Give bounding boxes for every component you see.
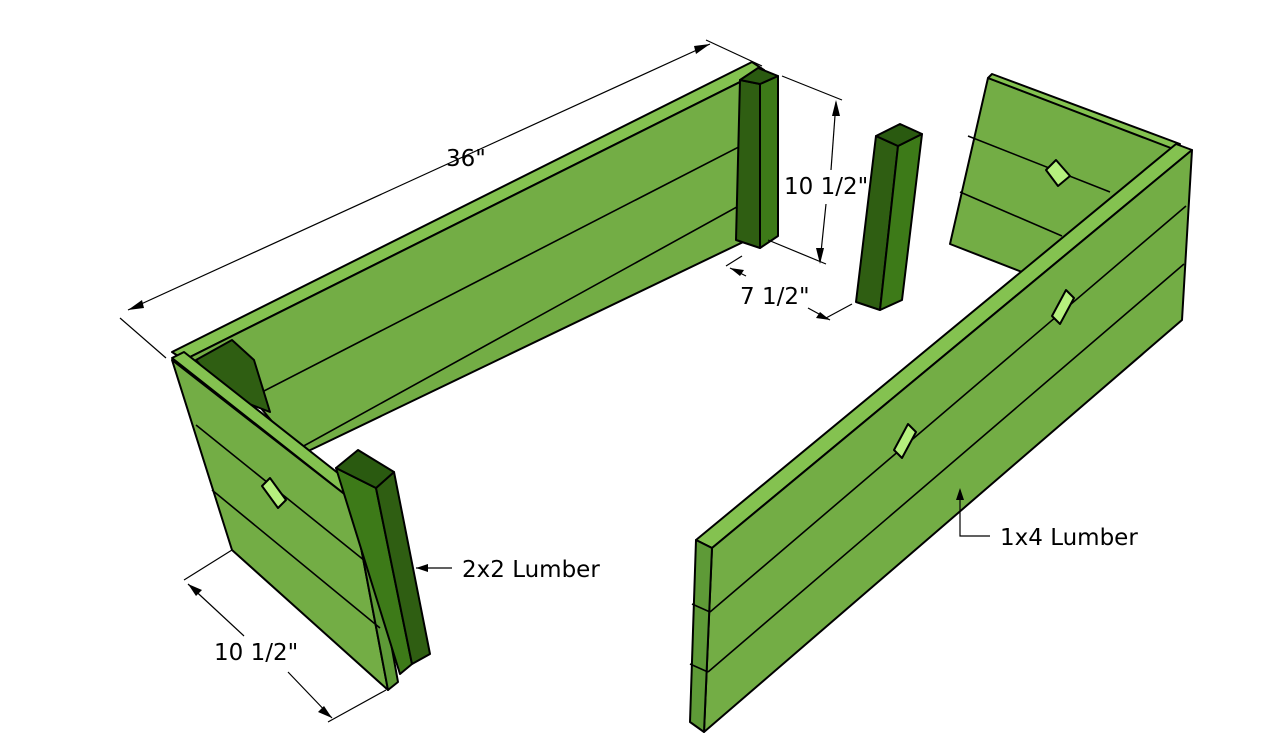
post-back-right-side xyxy=(759,75,779,249)
pocket-hole-far xyxy=(1045,159,1071,187)
pocket-hole-right-2 xyxy=(1051,289,1075,325)
loose-post-top xyxy=(875,123,923,147)
far-end-seam-1 xyxy=(967,135,1111,193)
dim-w-ext-right xyxy=(825,303,853,319)
dim-h-left-ext-top xyxy=(183,549,233,581)
pocket-hole-left xyxy=(261,477,287,509)
back-board-seam-1 xyxy=(261,133,765,393)
pocket-hole-right-1 xyxy=(893,423,917,459)
label-length-36: 36" xyxy=(446,146,486,172)
dim-36-ext-left xyxy=(119,317,167,359)
dim-36-line xyxy=(127,43,711,311)
label-1x4-lumber: 1x4 Lumber xyxy=(1000,525,1138,551)
front-board-seam-2 xyxy=(707,263,1185,673)
label-width-right: 7 1/2" xyxy=(740,284,810,310)
dim-36-arrow-right xyxy=(694,44,710,54)
callout-2x2-arrow xyxy=(416,564,428,572)
right-assembly xyxy=(689,73,1193,733)
dim-36-arrow-left xyxy=(128,300,144,310)
back-side-panel xyxy=(183,69,765,456)
front-edge-seam-1 xyxy=(691,603,711,613)
dim-h-left-arrow-top xyxy=(188,584,202,596)
post-back-right-face xyxy=(735,79,761,249)
back-board-seam-2 xyxy=(299,191,765,449)
loose-post xyxy=(855,123,923,311)
post-front-top xyxy=(335,449,395,489)
front-board-seam-1 xyxy=(709,205,1187,613)
callout-1x4-line xyxy=(959,490,990,537)
callout-1x4-arrow xyxy=(956,488,964,500)
front-edge-seam-2 xyxy=(689,663,709,673)
dim-h-right-arrow-top xyxy=(832,100,840,116)
post-back-right-top xyxy=(739,67,779,85)
dim-w-ext-left xyxy=(725,255,743,267)
front-side-edge xyxy=(689,539,713,733)
label-2x2-lumber: 2x2 Lumber xyxy=(462,557,600,583)
dim-h-right-arrow-bot xyxy=(816,248,824,264)
end-board-seam-2 xyxy=(211,489,381,629)
dim-w-arrow-left xyxy=(730,268,744,276)
dim-h-right-ext-bot xyxy=(767,239,827,265)
dimensions xyxy=(119,39,990,723)
dim-h-left-arrow-bot xyxy=(318,706,332,718)
dim-h-left-ext-bot xyxy=(327,689,387,723)
dim-w-arrow-right xyxy=(816,312,830,320)
label-height-right: 10 1/2" xyxy=(784,174,868,200)
labels: 36" 10 1/2" 7 1/2" 10 1/2" 2x2 Lumber 1x… xyxy=(214,146,1138,666)
far-end-seam-2 xyxy=(959,191,1063,237)
left-assembly xyxy=(171,61,779,691)
label-height-left: 10 1/2" xyxy=(214,640,298,666)
dim-h-right-ext-top xyxy=(781,75,843,101)
far-end-top-edge xyxy=(987,73,1181,151)
dim-36-ext-right xyxy=(705,39,763,67)
